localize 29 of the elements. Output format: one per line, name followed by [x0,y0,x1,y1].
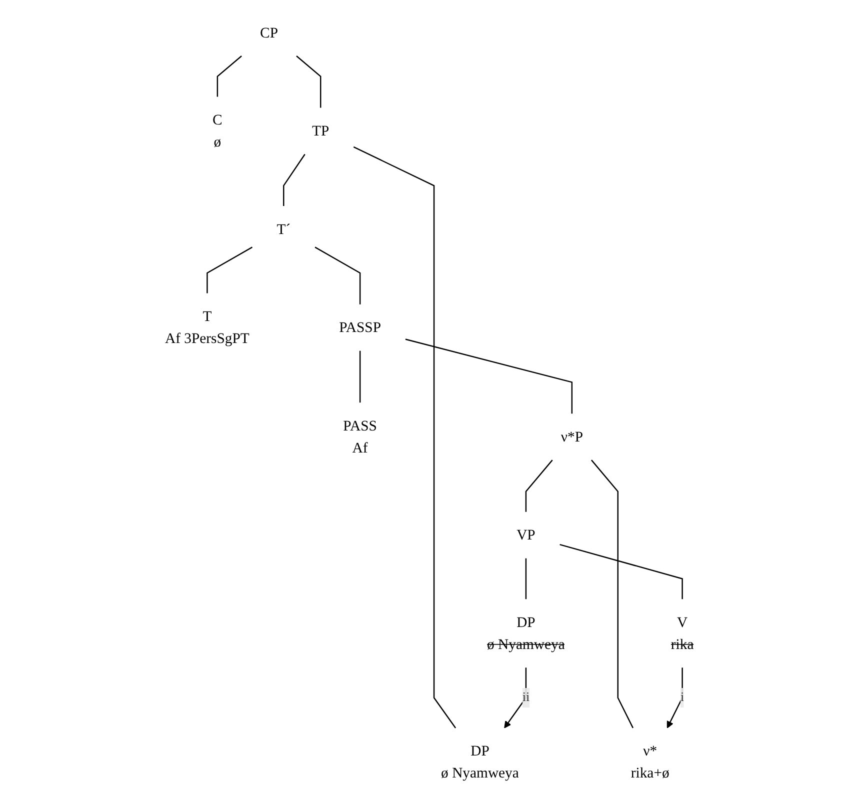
arrow [666,668,683,728]
connector [206,246,252,294]
edge-label: ii [522,690,530,704]
connector [590,460,634,728]
node-text: ν* rika+ø [630,742,669,781]
connector [216,56,242,97]
node-text: T´ [276,220,290,238]
node-text: PASS Af [342,417,377,456]
connector [524,460,552,512]
node-text: PASSP [338,319,381,336]
connector [404,338,572,414]
connector [314,246,360,304]
node-text: ν*P [560,428,583,445]
node-text: C ø [212,111,222,150]
connector [559,544,683,600]
node-text: TP [312,122,329,139]
arrow [504,668,526,728]
node-text: VP [516,526,535,543]
connector [296,56,321,108]
connector [359,350,360,403]
node-text: DP ø Nyamweya [486,614,565,652]
connector [524,558,526,600]
node-text: V rika [670,614,694,652]
edge-label: i [680,690,684,704]
node-text: CP [260,24,278,41]
connector [353,146,456,728]
node-text: T Af 3PersSgPT [164,308,250,346]
connector [282,154,306,206]
node-text: DP ø Nyamweya [440,742,519,781]
